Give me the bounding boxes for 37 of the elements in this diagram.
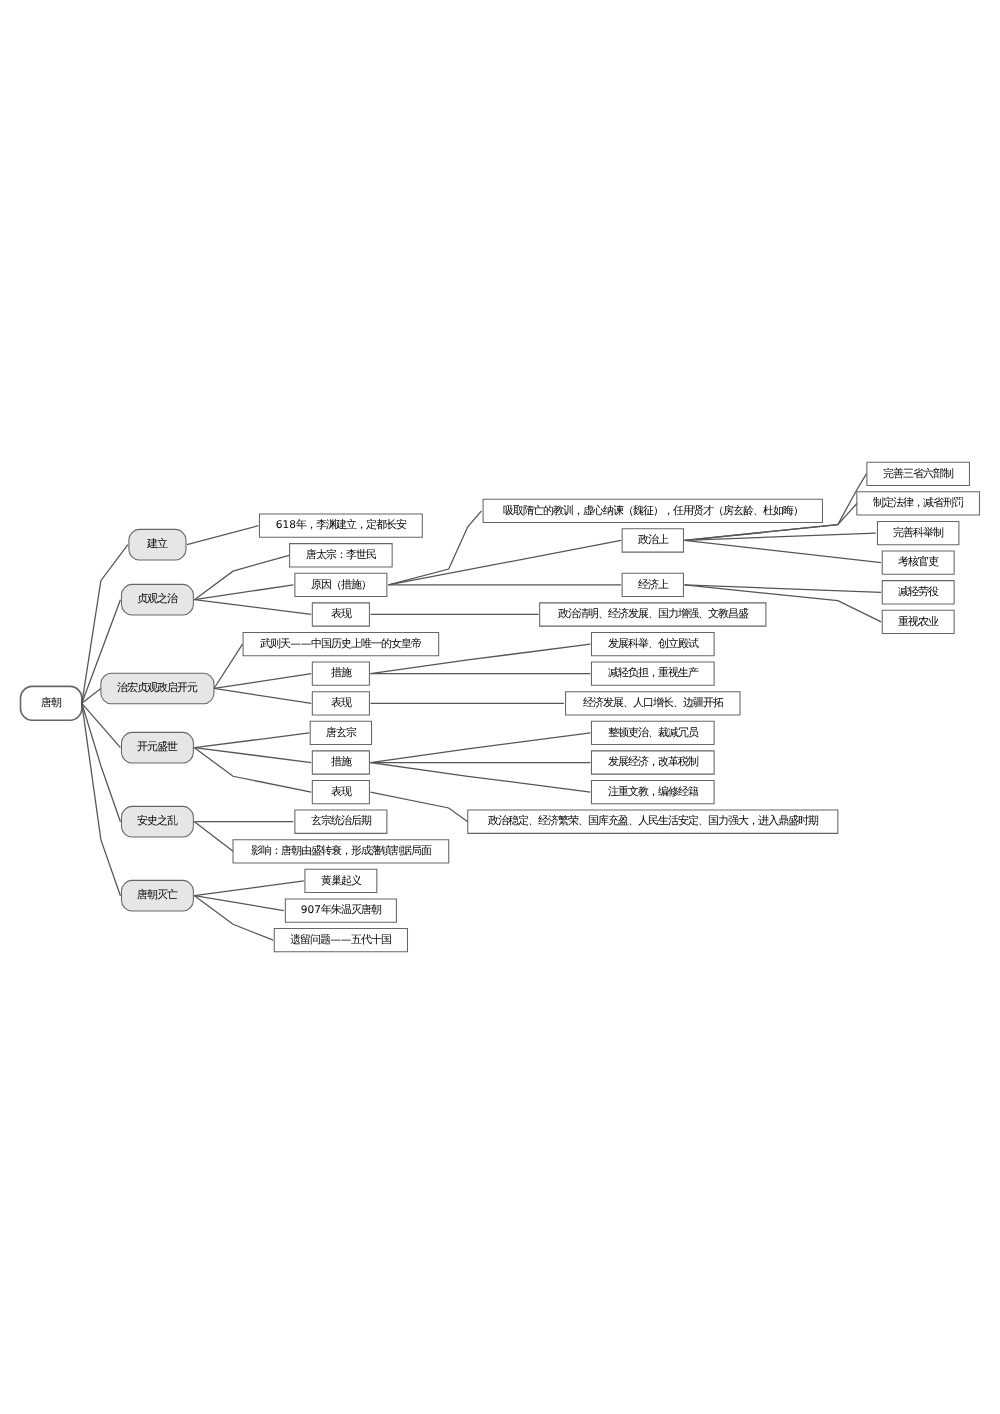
connector [81,687,102,704]
connector [683,473,867,542]
connector [683,539,882,564]
connector [369,761,592,764]
connector [683,584,882,593]
connector [369,761,592,793]
connector [193,747,312,764]
connector [193,747,312,793]
connector [369,732,592,764]
connector [683,502,858,542]
connector [193,584,294,601]
connector [369,643,592,675]
connector [81,544,129,704]
connector [683,584,882,623]
connector [213,687,312,704]
connector [193,880,305,897]
connector [81,702,122,749]
connector [369,791,469,823]
connector [81,599,122,704]
connector [213,643,244,690]
connector [193,599,312,616]
connector [193,821,234,852]
connector [193,895,285,912]
connector [193,895,274,941]
connector [81,702,122,823]
connector [193,732,310,749]
connector [193,554,290,601]
connector [369,613,540,616]
connector [387,510,483,586]
connector [193,821,294,823]
connector [387,539,622,586]
connector [213,673,312,690]
connector [81,702,122,897]
connector [186,525,260,546]
connector [387,584,622,586]
connector [369,673,592,675]
connector [369,702,565,704]
